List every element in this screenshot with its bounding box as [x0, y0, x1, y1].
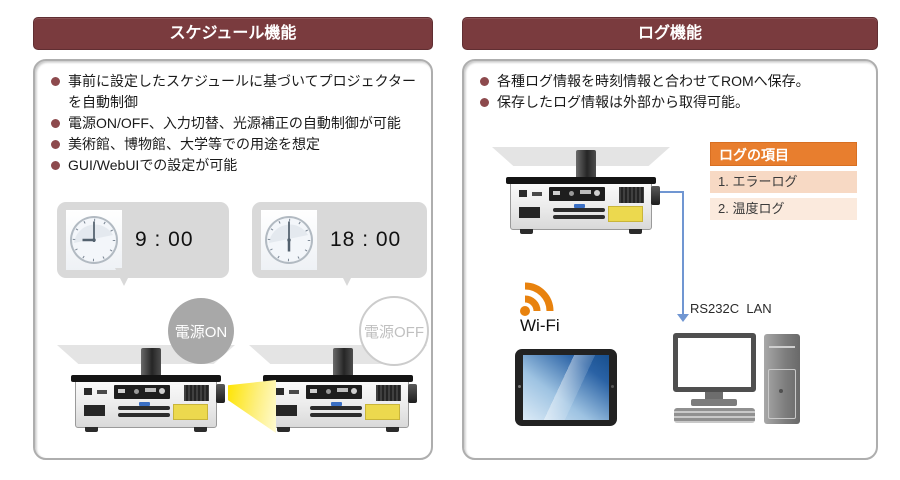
log-table-row: 2. 温度ログ: [710, 198, 857, 220]
bullet-item: 事前に設定したスケジュールに基づいてプロジェクターを自動制御: [51, 71, 421, 113]
log-items-table: ログの項目 1. エラーログ 2. 温度ログ: [710, 142, 857, 220]
connection-arrow-icon: [677, 314, 689, 322]
schedule-time-bubble: 18 : 00: [252, 202, 427, 286]
monitor-base: [691, 399, 737, 406]
pc-tower-icon: [764, 334, 800, 424]
bullet-item: GUI/WebUIでの設定が可能: [51, 155, 421, 176]
projector-lens: [216, 384, 225, 403]
mount-pole: [332, 348, 353, 378]
tablet-icon: [515, 349, 617, 426]
bullet-item: 美術館、博物館、大学等での用途を想定: [51, 134, 421, 155]
clock-icon: [261, 210, 317, 270]
mount-pole: [575, 150, 596, 180]
monitor-icon: [673, 333, 756, 392]
log-table-header: ログの項目: [710, 142, 857, 166]
wifi-icon: [519, 277, 561, 322]
projector-off-illustration: [249, 345, 427, 439]
schedule-time: 18 : 00: [330, 228, 402, 251]
projector-lens: [408, 384, 417, 403]
connection-line-vertical: [682, 191, 684, 314]
bullet-item: 各種ログ情報を時刻情報と合わせてROMへ保存。: [480, 71, 850, 92]
projector-illustration: [492, 147, 670, 241]
bullet-item: 電源ON/OFF、入力切替、光源補正の自動制御が可能: [51, 113, 421, 134]
power-on-badge: 電源ON: [168, 298, 234, 364]
log-table-row: 1. エラーログ: [710, 171, 857, 193]
connection-label: RS232C LAN: [690, 301, 772, 316]
tablet-screen: [523, 355, 609, 420]
schedule-time: 9 : 00: [135, 228, 194, 251]
schedule-time-bubble: 9 : 00: [57, 202, 229, 286]
projector-body: [71, 375, 221, 432]
log-panel: 各種ログ情報を時刻情報と合わせてROMへ保存。 保存したログ情報は外部から取得可…: [462, 59, 878, 460]
power-off-badge: 電源OFF: [359, 296, 429, 366]
log-bullet-list: 各種ログ情報を時刻情報と合わせてROMへ保存。 保存したログ情報は外部から取得可…: [480, 71, 850, 113]
projector-body: [506, 177, 656, 234]
projector-lens: [651, 186, 660, 205]
log-section-title: ログ機能: [462, 17, 878, 50]
schedule-bullet-list: 事前に設定したスケジュールに基づいてプロジェクターを自動制御 電源ON/OFF、…: [51, 71, 421, 176]
schedule-panel: 事前に設定したスケジュールに基づいてプロジェクターを自動制御 電源ON/OFF、…: [33, 59, 433, 460]
projector-body: [263, 375, 413, 432]
bullet-item: 保存したログ情報は外部から取得可能。: [480, 92, 850, 113]
keyboard-icon: [674, 408, 755, 423]
wifi-label: Wi-Fi: [520, 316, 560, 335]
mount-pole: [140, 348, 161, 378]
clock-icon: [66, 210, 122, 270]
monitor-stand: [705, 392, 723, 400]
schedule-section-title: スケジュール機能: [33, 17, 433, 50]
